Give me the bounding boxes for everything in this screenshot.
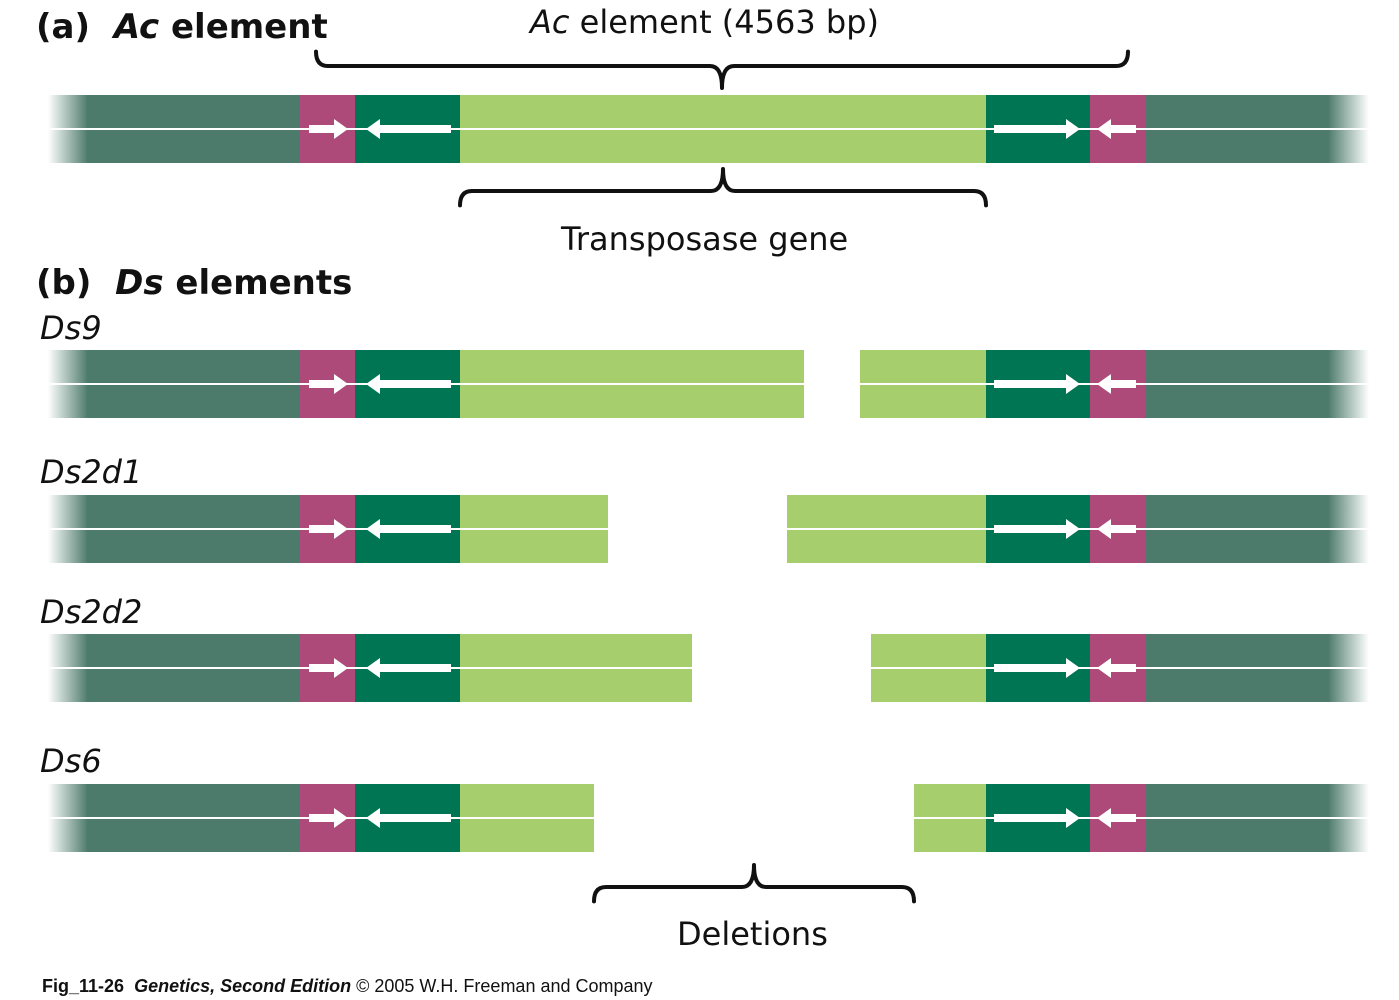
part-a-title-rest: element <box>170 7 328 47</box>
ds-element-name: Ds2d2 <box>40 593 143 631</box>
caption-copyright: © 2005 W.H. Freeman and Company <box>356 976 653 996</box>
caption-book-title: Genetics, Second Edition <box>134 976 352 996</box>
ds-element-row <box>48 350 1369 418</box>
inverted-repeat-arrow-left <box>366 374 451 394</box>
ds-element-name: Ds6 <box>40 742 102 780</box>
ds-element-row <box>48 784 1369 852</box>
part-b-title-italic: Ds <box>115 263 164 303</box>
part-b-heading: (b) Ds elements <box>36 266 352 300</box>
ac-element-row <box>48 95 1369 163</box>
direct-repeat-arrow-right <box>1097 374 1136 394</box>
part-a-heading: (a) Ac element <box>36 10 328 44</box>
ds-element-row <box>48 495 1369 563</box>
inverted-repeat-arrow-left <box>366 519 451 539</box>
direct-repeat-arrow-left <box>309 374 348 394</box>
direct-repeat-arrow-left <box>309 119 348 139</box>
part-b-label: (b) <box>36 263 92 303</box>
part-a-title-italic: Ac <box>113 7 160 47</box>
ac-length-label-italic: Ac <box>530 3 570 41</box>
part-a-label: (a) <box>36 7 91 47</box>
ds-element-name: Ds2d1 <box>40 453 143 491</box>
figure-caption: Fig_11-26 Genetics, Second Edition © 200… <box>42 977 653 995</box>
inverted-repeat-arrow-right <box>994 658 1080 678</box>
inverted-repeat-arrow-right <box>994 374 1080 394</box>
inverted-repeat-arrow-left <box>366 808 451 828</box>
direct-repeat-arrow-left <box>309 658 348 678</box>
direct-repeat-arrow-right <box>1097 658 1136 678</box>
ac-length-brace <box>314 49 1130 90</box>
ds-element-name: Ds9 <box>40 309 102 347</box>
transposase-gene-label: Transposase gene <box>561 220 849 258</box>
inverted-repeat-arrow-right <box>994 519 1080 539</box>
inverted-repeat-arrow-right <box>994 119 1080 139</box>
inverted-repeat-arrow-left <box>366 658 451 678</box>
inverted-repeat-arrow-right <box>994 808 1080 828</box>
ds-element-row <box>48 634 1369 702</box>
deletions-brace <box>592 863 916 904</box>
transposase-gene-brace <box>458 167 988 208</box>
part-b-title-rest: elements <box>175 263 353 303</box>
ac-length-label: Ac element (4563 bp) <box>530 6 879 38</box>
direct-repeat-arrow-right <box>1097 119 1136 139</box>
deletions-label: Deletions <box>677 915 828 953</box>
direct-repeat-arrow-right <box>1097 808 1136 828</box>
ac-length-label-rest: element (4563 bp) <box>579 3 879 41</box>
direct-repeat-arrow-right <box>1097 519 1136 539</box>
caption-figure-number: Fig_11-26 <box>42 976 125 996</box>
direct-repeat-arrow-left <box>309 519 348 539</box>
direct-repeat-arrow-left <box>309 808 348 828</box>
inverted-repeat-arrow-left <box>366 119 451 139</box>
